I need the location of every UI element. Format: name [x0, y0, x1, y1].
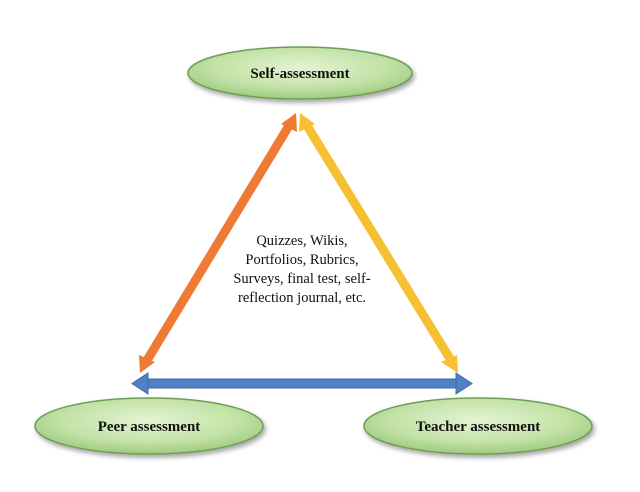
- teacher-assessment-node: Teacher assessment: [363, 397, 593, 455]
- peer-teacher-arrow: [131, 372, 473, 395]
- assessment-tools-line: Surveys, final test, self-: [233, 271, 371, 287]
- self-assessment-node: Self-assessment: [187, 46, 413, 100]
- self-assessment-label: Self-assessment: [250, 66, 349, 82]
- assessment-tools-line: Quizzes, Wikis,: [256, 233, 348, 249]
- assessment-tools-line: reflection journal, etc.: [237, 290, 367, 306]
- assessment-tools-line: Portfolios, Rubrics,: [245, 252, 359, 268]
- peer-self-arrow: [139, 113, 297, 373]
- assessment-tools-text: Quizzes, Wikis, Portfolios, Rubrics, Sur…: [212, 232, 392, 308]
- peer-assessment-label: Peer assessment: [98, 419, 201, 435]
- peer-assessment-node: Peer assessment: [34, 397, 264, 455]
- teacher-assessment-label: Teacher assessment: [416, 419, 541, 435]
- self-teacher-arrow: [299, 113, 458, 373]
